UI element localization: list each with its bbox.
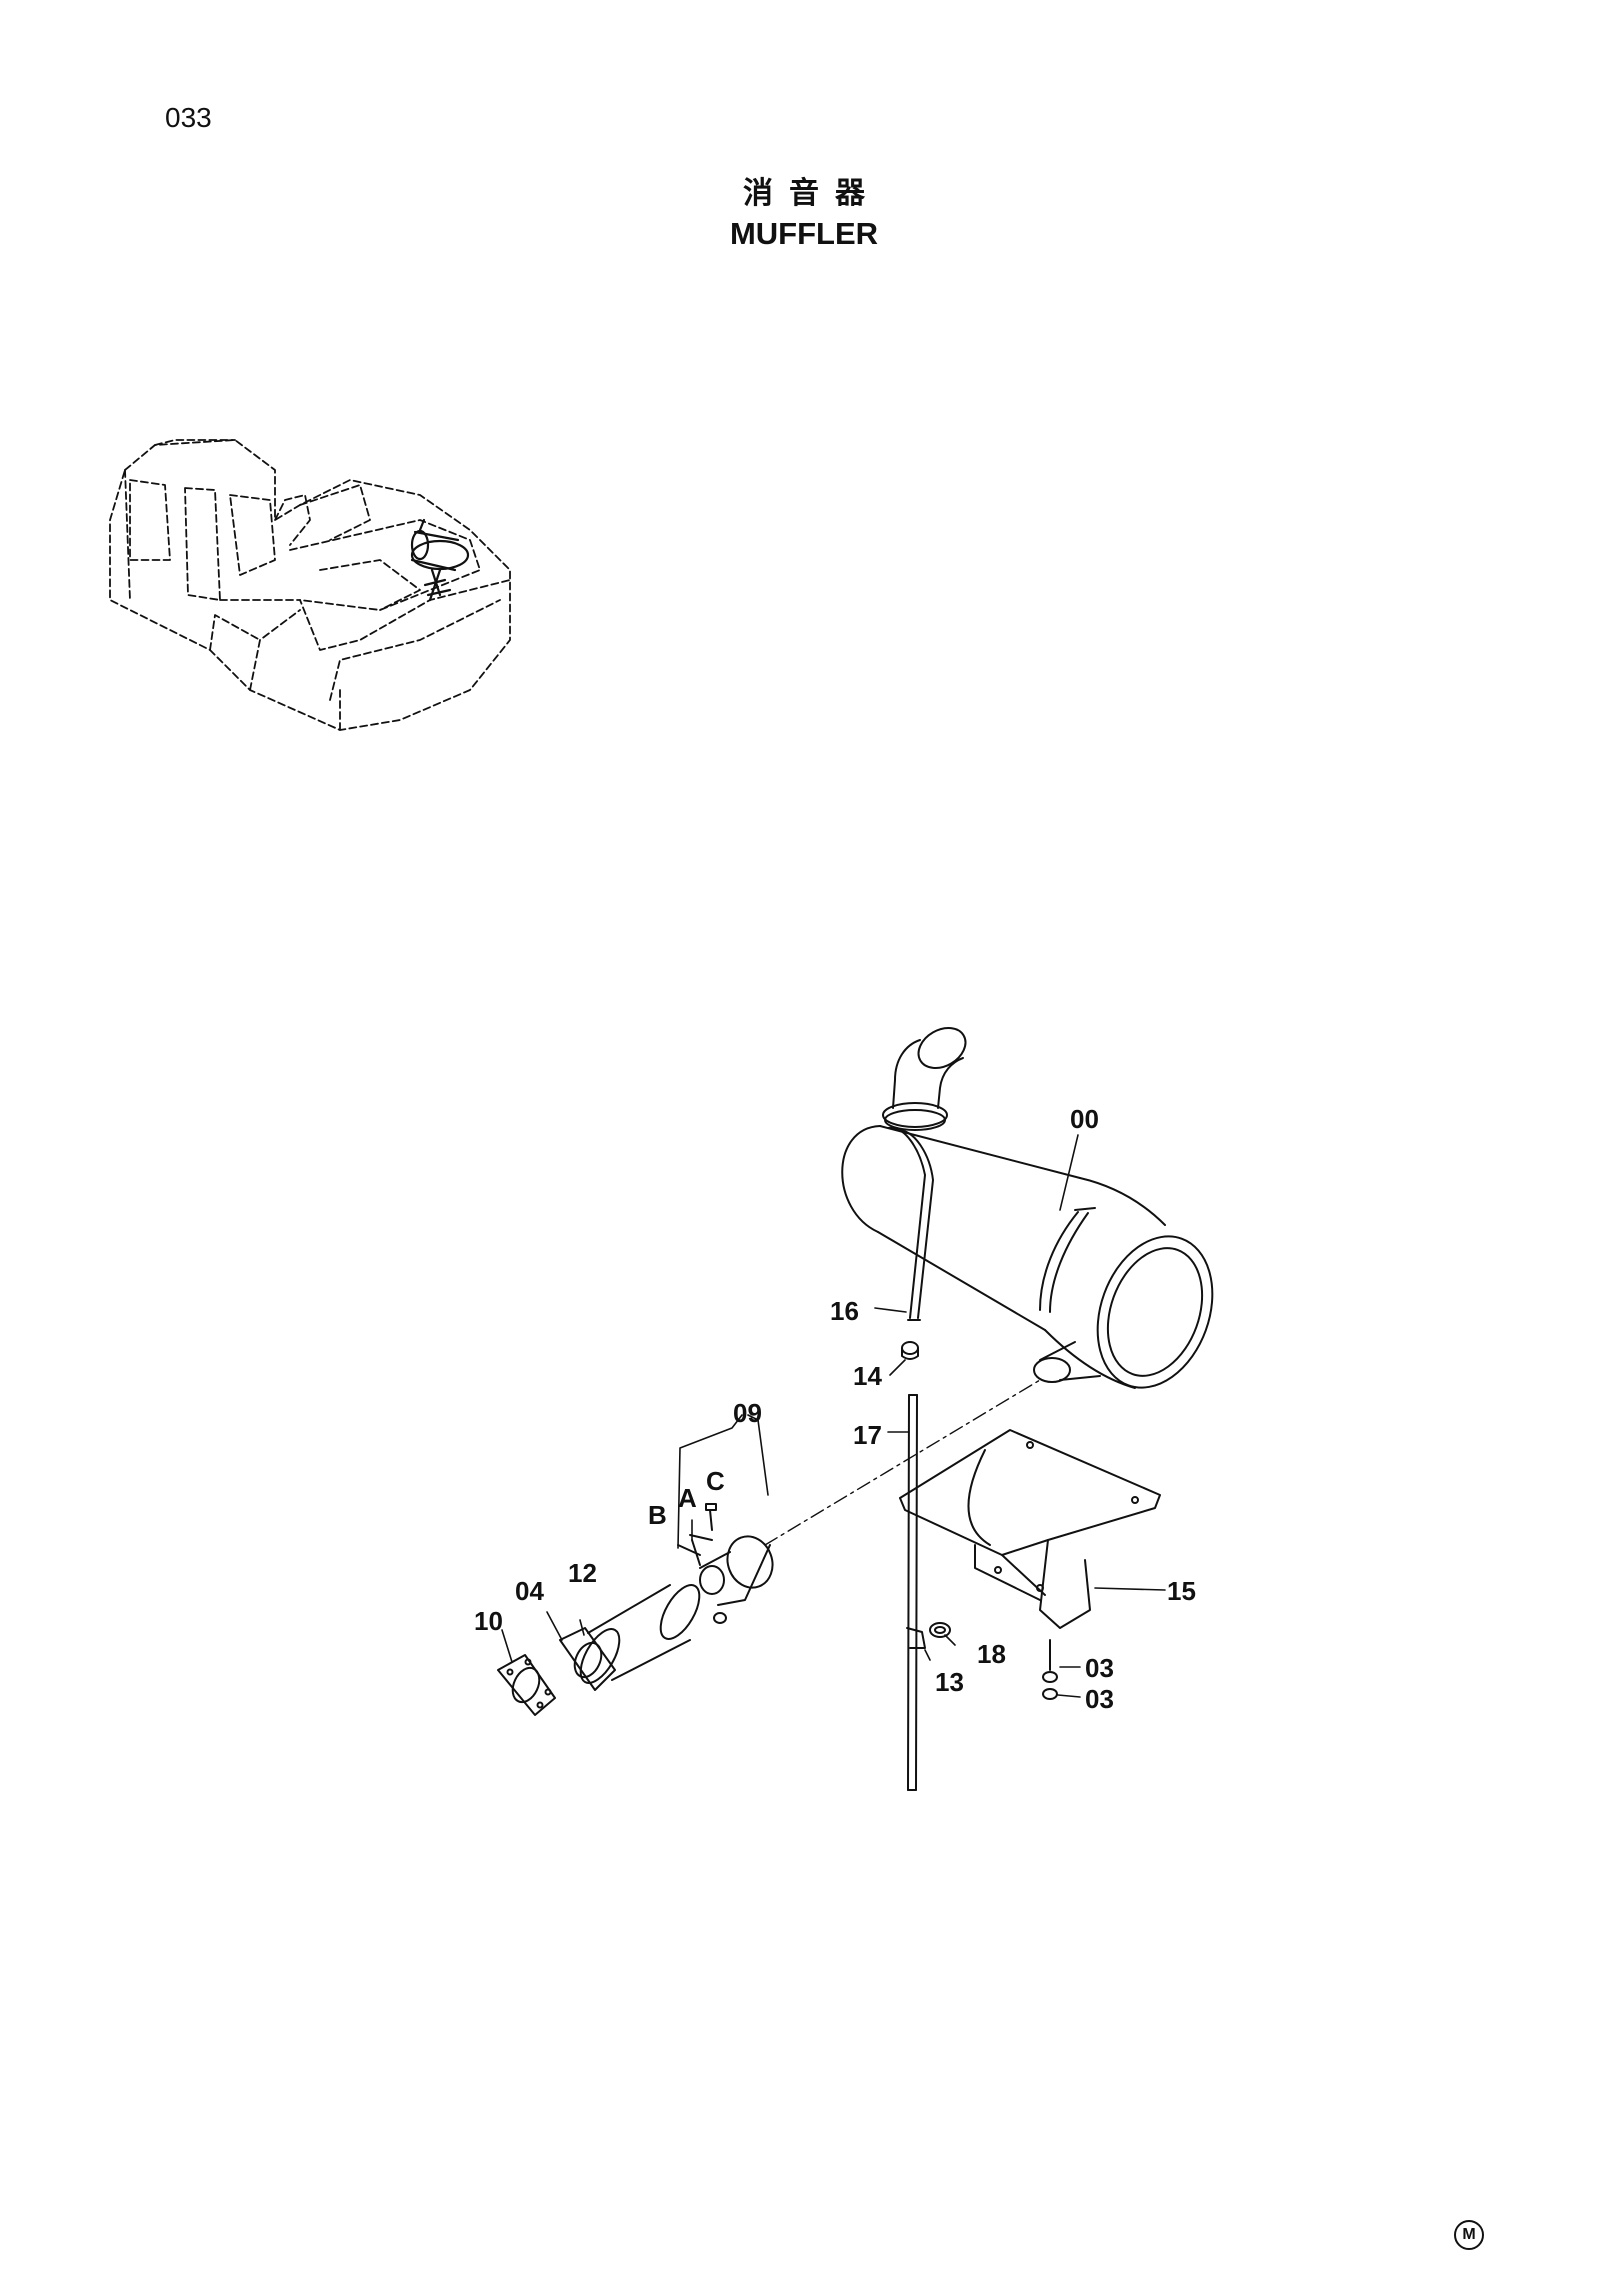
clamp-13 <box>906 1622 951 1649</box>
callout-c: C <box>706 1466 725 1496</box>
excavator-overview <box>109 439 511 731</box>
callout-09: 09 <box>733 1398 762 1428</box>
callout-15: 15 <box>1167 1576 1196 1606</box>
callout-04: 04 <box>515 1576 544 1606</box>
muffler-inlet <box>1033 1341 1101 1383</box>
clamp-assembly <box>677 1503 774 1624</box>
muffler-tailpipe <box>882 1027 967 1131</box>
support-rod <box>907 1394 918 1791</box>
gasket-04 <box>559 1627 616 1691</box>
nut-14 <box>901 1341 919 1360</box>
callout-13: 13 <box>935 1667 964 1697</box>
callout-18: 18 <box>977 1639 1006 1669</box>
callout-b: B <box>648 1500 667 1530</box>
heat-shield <box>899 1429 1161 1629</box>
page-mark-icon: M <box>1454 2220 1484 2250</box>
washers-03 <box>1042 1639 1058 1700</box>
callout-00: 00 <box>1070 1104 1099 1134</box>
title-japanese: 消音器 <box>743 176 881 211</box>
leader-lines <box>501 1134 1166 1698</box>
callout-a: A <box>678 1483 697 1513</box>
muffler-body <box>841 1125 1214 1389</box>
callout-03-lower: 03 <box>1085 1684 1114 1714</box>
callout-12: 12 <box>568 1558 597 1588</box>
title-english: MUFFLER <box>729 216 879 251</box>
callout-16: 16 <box>830 1296 859 1326</box>
assembly-centerline <box>764 1379 1041 1546</box>
callout-10: 10 <box>474 1606 503 1636</box>
muffler-bands <box>887 1126 934 1321</box>
callout-03-upper: 03 <box>1085 1653 1114 1683</box>
flange-10 <box>497 1654 556 1716</box>
callout-14: 14 <box>853 1361 882 1391</box>
callout-17: 17 <box>853 1420 882 1450</box>
page-number: 033 <box>165 102 212 133</box>
exhaust-pipe <box>579 1584 701 1684</box>
excavator-muffler-highlight <box>410 518 470 602</box>
